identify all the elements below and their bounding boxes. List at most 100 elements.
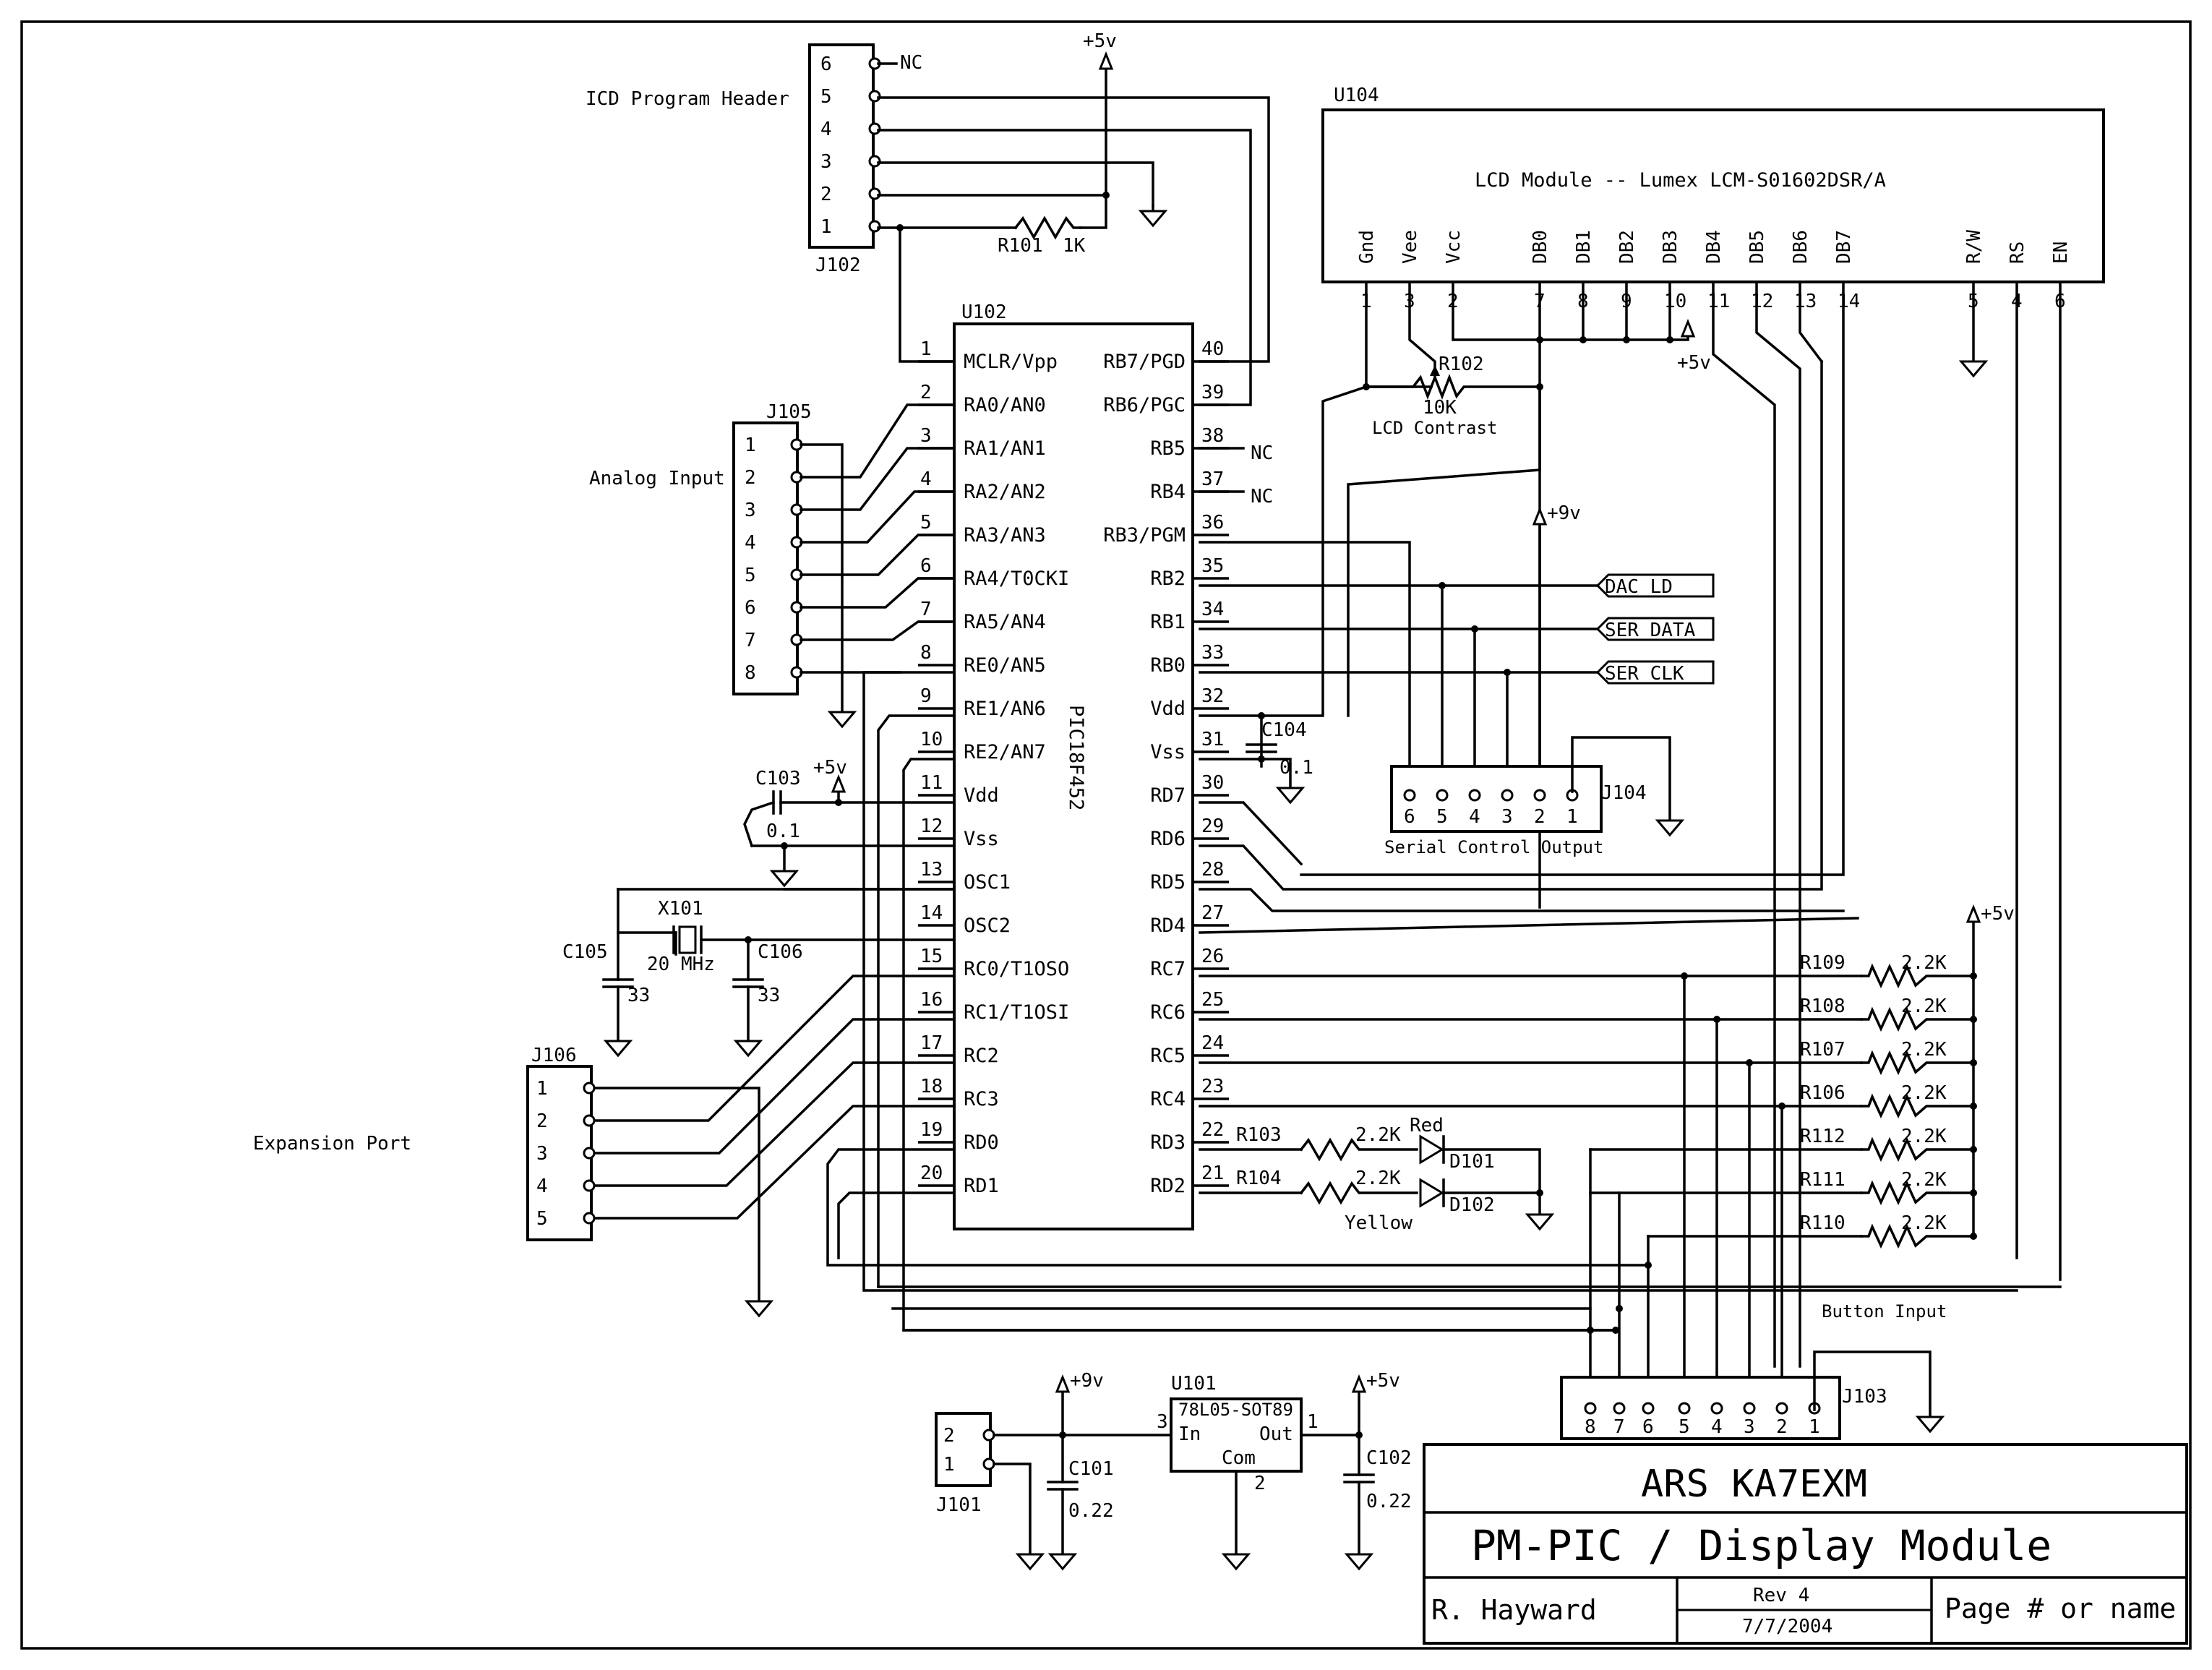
j104-pin-2: 2 [1534, 806, 1546, 828]
u101-in: In [1178, 1423, 1201, 1445]
rb4-nc: NC [1251, 486, 1273, 508]
u101-ref: U101 [1171, 1373, 1217, 1395]
net-ser-clk: SER_CLK [1605, 663, 1684, 685]
u102-pin-num-24: 24 [1201, 1032, 1224, 1054]
title-block: ARS KA7EXM PM-PIC / Display Module R. Ha… [1423, 1443, 2188, 1645]
pullup-ref-r109: R109 [1800, 952, 1846, 974]
u102-pin-name-38: RB5 [1150, 437, 1186, 460]
u102-pin-num-23: 23 [1201, 1076, 1224, 1097]
j105-pin-7: 7 [745, 630, 756, 651]
j102-pin-3: 3 [820, 151, 832, 173]
u102-pin-name-10: RE2/AN7 [964, 741, 1046, 763]
net-label-ser-clk: SER_CLK [1595, 660, 1715, 685]
c105-value: 33 [627, 985, 650, 1006]
j101-ref: J101 [936, 1494, 982, 1516]
lcd-pin-num-14: 14 [1838, 291, 1860, 312]
u102-part: PIC18F452 [1065, 705, 1087, 810]
j105-pin-1: 1 [745, 434, 756, 456]
j102-title: ICD Program Header [586, 88, 789, 110]
j105-title: Analog Input [589, 468, 725, 489]
lcd-pin-name-2: Vcc [1443, 230, 1465, 264]
mcu-u102: U102 PIC18F452 1MCLR/Vpp2RA0/AN03RA1/AN1… [918, 301, 1229, 1230]
u102-pin-name-32: Vdd [1150, 698, 1186, 720]
u102-pin-num-8: 8 [920, 642, 932, 664]
u102-pin-num-3: 3 [920, 425, 932, 447]
lcd-pin-num-12: 12 [1751, 291, 1773, 312]
j104-title: Serial Control Output [1384, 837, 1603, 857]
u102-pin-num-38: 38 [1201, 425, 1224, 447]
u102-pin-name-19: RD0 [964, 1131, 999, 1154]
r103-value: 2.2K [1355, 1124, 1401, 1146]
j105-pin-6: 6 [745, 597, 756, 619]
u102-pin-num-30: 30 [1201, 772, 1224, 794]
j102-pin-4: 4 [820, 119, 832, 140]
u102-pin-num-11: 11 [920, 772, 943, 794]
lcd-pin-name-3: Vee [1399, 230, 1421, 264]
u102-pin-num-34: 34 [1201, 599, 1224, 620]
lcd-pin-name-8: DB1 [1573, 230, 1595, 264]
pullup-ref-r107: R107 [1800, 1039, 1846, 1061]
u102-pin-num-37: 37 [1201, 468, 1224, 490]
j103-pin-6: 6 [1642, 1416, 1654, 1438]
pullup-ref-r108: R108 [1800, 995, 1846, 1017]
lcd-pin-num-10: 10 [1664, 291, 1686, 312]
regulator-u101: U101 78L05-SOT89 In Out Com 3 1 2 [1157, 1373, 1319, 1494]
j103-pin-4: 4 [1711, 1416, 1723, 1438]
u102-pin-name-6: RA4/T0CKI [964, 568, 1069, 590]
u101-pin-com: 2 [1254, 1473, 1266, 1494]
lcd-pin-name-12: DB5 [1746, 230, 1768, 264]
u102-pin-name-15: RC0/T1OSO [964, 958, 1069, 980]
pullup-value-r107: 2.2K [1901, 1039, 1947, 1061]
j103-pin-8: 8 [1585, 1416, 1596, 1438]
j106-pin-1: 1 [536, 1078, 548, 1100]
net-label-dac-ld: DAC_LD [1595, 573, 1715, 598]
p5v-label-pullups: +5v [1981, 903, 2015, 925]
u101-pin-in: 3 [1157, 1411, 1168, 1433]
j106-title: Expansion Port [253, 1133, 411, 1155]
u102-pin-name-21: RD2 [1150, 1175, 1186, 1197]
j106-pin-3: 3 [536, 1143, 548, 1165]
u102-pin-name-20: RD1 [964, 1175, 999, 1197]
tb-title: PM-PIC / Display Module [1471, 1521, 2052, 1570]
j103-title: Button Input [1822, 1301, 1947, 1322]
u102-pin-num-22: 22 [1201, 1119, 1224, 1141]
lcd-pin-num-11: 11 [1707, 291, 1730, 312]
u102-pin-name-25: RC6 [1150, 1001, 1186, 1024]
u102-pin-name-35: RB2 [1150, 568, 1186, 590]
u104-ref: U104 [1334, 85, 1379, 106]
c103-ref: C103 [755, 768, 801, 789]
u102-pin-name-33: RB0 [1150, 654, 1186, 677]
u102-pin-name-2: RA0/AN0 [964, 394, 1046, 416]
p5v-label-c103: +5v [813, 757, 847, 779]
lcd-pin-name-7: DB0 [1530, 230, 1551, 264]
j103-pin-5: 5 [1679, 1416, 1690, 1438]
tb-company: ARS KA7EXM [1641, 1463, 1867, 1506]
lcd-pin-name-10: DB3 [1660, 230, 1681, 264]
j103-ref: J103 [1842, 1386, 1887, 1408]
u102-pin-name-18: RC3 [964, 1088, 999, 1110]
u101-pin-out: 1 [1307, 1411, 1319, 1433]
pullup-value-r108: 2.2K [1901, 995, 1947, 1017]
j106-pin-2: 2 [536, 1110, 548, 1132]
u102-pin-name-7: RA5/AN4 [964, 611, 1046, 633]
u102-pin-name-29: RD6 [1150, 828, 1186, 850]
u102-pin-num-35: 35 [1201, 555, 1224, 577]
u102-pin-num-6: 6 [920, 555, 932, 577]
u102-pin-name-13: OSC1 [964, 871, 1011, 894]
u102-pin-num-18: 18 [920, 1076, 943, 1097]
r102-value: 10K [1423, 397, 1457, 419]
u102-pin-name-1: MCLR/Vpp [964, 351, 1058, 373]
d101-color: Red [1410, 1115, 1444, 1136]
c105-ref: C105 [562, 941, 608, 963]
j105-ref: J105 [766, 401, 812, 423]
r104-ref: R104 [1236, 1168, 1282, 1189]
u102-pin-num-9: 9 [920, 685, 932, 707]
p9v-label-j104: +9v [1547, 502, 1581, 524]
u101-com: Com [1222, 1447, 1256, 1469]
u102-pin-name-9: RE1/AN6 [964, 698, 1046, 720]
c101-ref: C101 [1068, 1458, 1114, 1480]
